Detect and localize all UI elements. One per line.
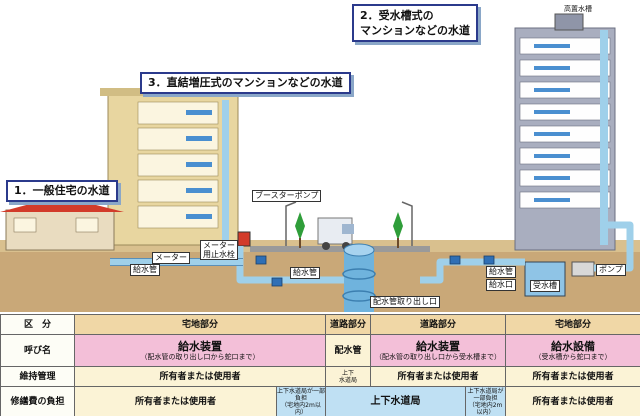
meter-icons [255, 255, 495, 287]
cost-left2-line2: （宅地内2m以内） [281, 401, 321, 416]
cost-right1-line2: （宅地内2m以内） [468, 401, 503, 416]
label-receiving-tank: 受水槽 [530, 280, 560, 292]
row-cost: 修繕費の負担 所有者または使用者 上下水道局が一部負担 （宅地内2m以内） 上下… [0, 386, 640, 416]
row-maintenance: 維持管理 所有者または使用者 上下 水道局 所有者または使用者 所有者または使用… [0, 366, 640, 387]
label-elevated-tank: 高置水槽 [564, 5, 592, 13]
division-right: 宅地部分 [505, 314, 640, 335]
header-division: 区 分 [0, 314, 75, 335]
name-right1-sub: （配水管の取り出し口から受水槽まで） [375, 352, 502, 361]
label-pump: ポンプ [596, 264, 626, 276]
callout-house: 1．一般住宅の水道 [6, 180, 118, 202]
header-name: 呼び名 [0, 334, 75, 367]
label-distribution-outlet: 配水管取り出し口 [370, 296, 440, 308]
label-meter-stop-line1: メーター [203, 241, 235, 250]
maintenance-center-line1: 上下 [342, 369, 355, 377]
name-center: 配水管 [325, 334, 372, 367]
water-supply-scene [0, 13, 640, 312]
label-inlet: 給水口 [486, 279, 516, 291]
mansion-riser-pipe [222, 100, 229, 250]
cost-left2-line1: 上下水道局が一部負担 [277, 387, 326, 402]
callout-direct-mansion: 3．直結増圧式のマンションなどの水道 [140, 72, 351, 94]
label-booster-pump: ブースターポンプ [252, 190, 322, 202]
name-right2-title: 給水設備 [551, 339, 596, 353]
label-meter: メーター [152, 252, 190, 264]
label-supply-pipe-house: 給水管 [130, 264, 160, 276]
name-right1-title: 給水装置 [416, 339, 461, 353]
row-division: 区 分 宅地部分 道路部分 道路部分 宅地部分 [0, 314, 640, 335]
callout-tank-mansion: 2．受水槽式の マンションなどの水道 [352, 4, 478, 42]
callout-tank-mansion-line2: マンションなどの水道 [360, 24, 470, 37]
road-surface [250, 246, 430, 252]
name-left-sub: （配水管の取り出し口から蛇口まで） [140, 352, 260, 361]
direct-mansion-building [100, 88, 246, 250]
house [0, 196, 124, 251]
name-right2: 給水設備 （受水槽から蛇口まで） [505, 334, 640, 367]
maintenance-center: 上下 水道局 [325, 366, 372, 387]
label-supply-pipe-right: 給水管 [486, 266, 516, 278]
trees [295, 212, 403, 248]
label-meter-stop: メーター 用止水栓 [200, 240, 238, 260]
division-road1: 道路部分 [325, 314, 372, 335]
callout-tank-mansion-line1: 2．受水槽式の [360, 9, 434, 22]
header-cost: 修繕費の負担 [0, 386, 75, 416]
name-right1: 給水装置 （配水管の取り出し口から受水槽まで） [370, 334, 507, 367]
street-lamps [285, 201, 413, 246]
label-meter-stop-line2: 用止水栓 [203, 250, 235, 259]
division-road2: 道路部分 [370, 314, 507, 335]
header-maintenance: 維持管理 [0, 366, 75, 387]
name-left: 給水装置 （配水管の取り出し口から蛇口まで） [73, 334, 327, 367]
label-supply-pipe-middle: 給水管 [290, 267, 320, 279]
tank-mansion-building [514, 13, 616, 251]
classification-table: 区 分 宅地部分 道路部分 道路部分 宅地部分 呼び名 給水装置 （配水管の取り… [0, 314, 640, 416]
division-left: 宅地部分 [73, 314, 327, 335]
name-left-title: 給水装置 [178, 339, 223, 353]
maintenance-right1: 所有者または使用者 [370, 366, 507, 387]
cost-center: 上下水道局 [325, 386, 467, 416]
truck [317, 217, 354, 250]
row-name: 呼び名 給水装置 （配水管の取り出し口から蛇口まで） 配水管 給水装置 （配水管… [0, 334, 640, 367]
name-right2-sub: （受水槽から蛇口まで） [534, 352, 612, 361]
maintenance-right2: 所有者または使用者 [505, 366, 640, 387]
maintenance-left: 所有者または使用者 [73, 366, 327, 387]
cost-right1: 上下水道局が一部負担 （宅地内2m以内） [465, 386, 507, 416]
maintenance-center-line2: 水道局 [339, 376, 358, 384]
cost-right1-line1: 上下水道局が一部負担 [467, 387, 504, 402]
house-roof [0, 196, 124, 212]
pump-icon [571, 261, 595, 277]
cost-left1: 所有者または使用者 [74, 386, 277, 416]
cost-right2: 所有者または使用者 [505, 386, 640, 416]
booster-pump-icon [237, 231, 251, 247]
cost-left2: 上下水道局が一部負担 （宅地内2m以内） [275, 386, 327, 416]
elevated-tank-icon [554, 13, 584, 31]
tower-riser-pipe [600, 30, 608, 245]
distribution-main [342, 243, 376, 312]
